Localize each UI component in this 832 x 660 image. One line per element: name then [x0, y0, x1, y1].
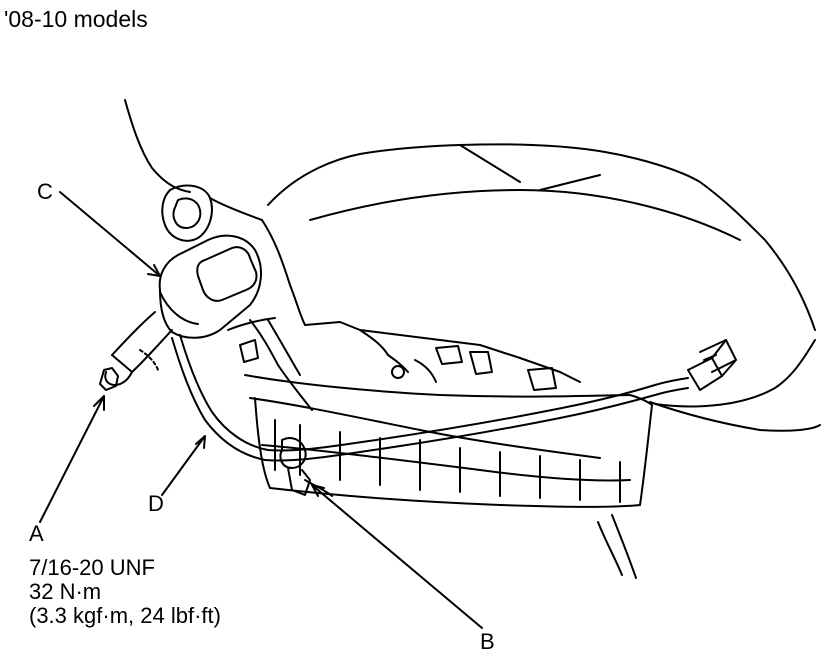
harness-clip — [279, 437, 333, 497]
leader-b — [311, 484, 483, 629]
seat-belt-buckle — [158, 234, 262, 339]
leader-c — [59, 191, 161, 277]
leader-a — [39, 395, 105, 523]
arrow-d — [195, 435, 206, 449]
callout-b: B — [480, 629, 495, 654]
torque-spec: 7/16-20 UNF 32 N·m (3.3 kgf·m, 24 lbf·ft… — [29, 556, 221, 628]
seat-track — [244, 374, 653, 508]
arrow-a — [93, 395, 105, 411]
thread-spec: 7/16-20 UNF — [29, 555, 155, 580]
callout-c: C — [37, 179, 53, 204]
buckle-connector — [687, 339, 737, 391]
torque-nm: 32 N·m — [29, 579, 102, 604]
diagram-title: '08-10 models — [4, 6, 148, 32]
seat-back — [124, 99, 816, 331]
seat-cushion — [597, 339, 821, 579]
buckle-wire-harness — [171, 334, 689, 462]
seat-hinge-bracket — [161, 184, 581, 411]
leader-lines — [39, 191, 483, 629]
leader-d — [161, 435, 206, 496]
torque-alt-units: (3.3 kgf·m, 24 lbf·ft) — [29, 603, 221, 628]
callout-a: A — [29, 521, 44, 546]
arrow-b — [311, 484, 325, 497]
arrow-c — [147, 264, 161, 277]
buckle-stalk-and-bolt — [99, 311, 173, 391]
callout-d: D — [148, 491, 164, 516]
